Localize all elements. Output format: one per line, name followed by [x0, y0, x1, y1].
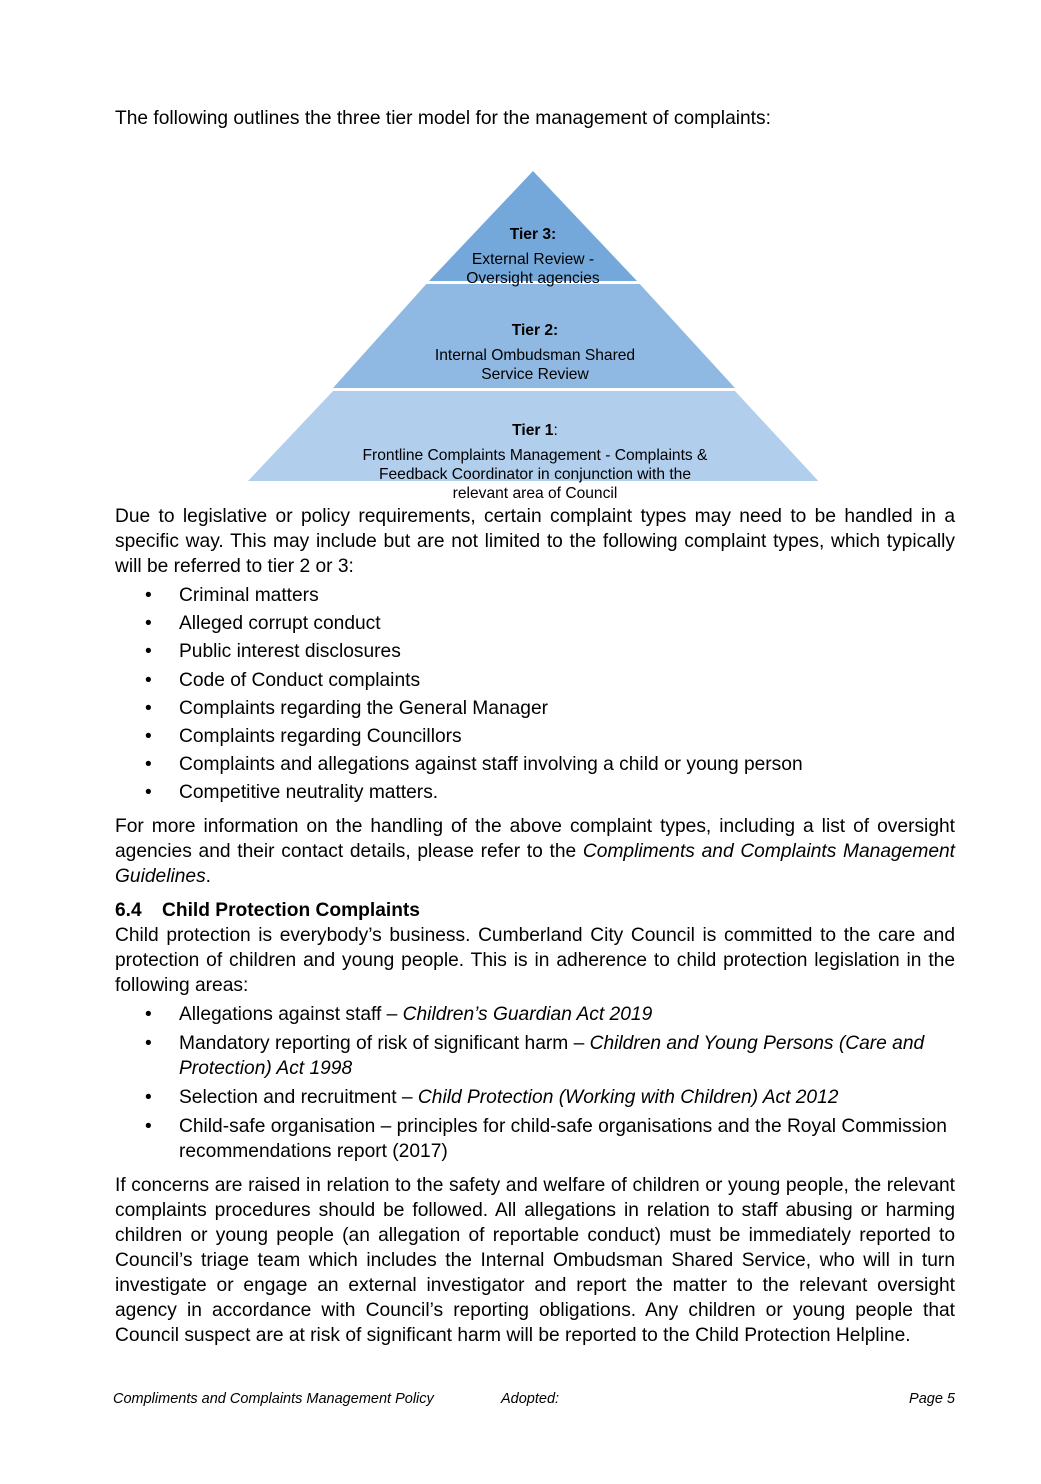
act-name: Children’s Guardian Act 2019: [402, 1004, 653, 1026]
list-item-text: Allegations against staff –: [179, 1004, 403, 1026]
section-number: 6.4: [115, 900, 142, 922]
section-heading: 6.4 Child Protection Complaints: [115, 898, 955, 923]
list-item-text: Competitive neutrality matters.: [179, 782, 439, 804]
act-name: Child Protection (Working with Children)…: [417, 1087, 839, 1109]
pyramid-graphic: [248, 171, 819, 481]
more-info-paragraph: For more information on the handling of …: [115, 814, 955, 889]
list-item: • Code of Conduct complaints: [115, 668, 955, 693]
list-item: • Competitive neutrality matters.: [115, 780, 955, 805]
bullet-icon: •: [145, 697, 152, 719]
list-item: • Child-safe organisation – principles fo…: [115, 1114, 955, 1164]
bullet-icon: •: [145, 585, 152, 606]
tier-1-line: Feedback Coordinator in conjunction with…: [378, 466, 692, 483]
tier-2-line: Internal Ombudsman Shared: [434, 347, 636, 364]
tier-1-line: Frontline Complaints Management - Compla…: [362, 447, 708, 464]
tier-3-line: External Review -: [471, 251, 595, 268]
bullet-icon: •: [145, 1116, 152, 1138]
complaint-types-list: • Criminal matters • Alleged corrupt condu…: [115, 583, 955, 805]
list-item: • Allegations against staff – Children’s …: [115, 1002, 955, 1027]
list-item-text: Selection and recruitment –: [179, 1087, 418, 1109]
bullet-icon: •: [145, 641, 152, 663]
tier-2-title: Tier 2:: [511, 322, 559, 339]
list-item: • Complaints regarding the General Manage…: [115, 696, 955, 721]
child-protection-paragraph: Child protection is everybody’s business…: [115, 925, 955, 997]
list-item-text: Child-safe organisation – principles for…: [179, 1116, 947, 1163]
section-title: Child Protection Complaints: [162, 900, 420, 922]
list-item-text: Complaints and allegations against staff…: [179, 754, 803, 776]
list-item-text: Mandatory reporting of risk of significa…: [179, 1033, 590, 1055]
footer-document-title: Compliments and Complaints Management Po…: [113, 1391, 434, 1407]
list-item-text: Alleged corrupt conduct: [179, 613, 381, 635]
list-item: • Mandatory reporting of risk of signific…: [115, 1031, 955, 1081]
tier-1-shape: [248, 391, 819, 481]
bullet-icon: •: [145, 1004, 152, 1026]
page-content: The following outlines the three tier mo…: [115, 106, 955, 1348]
tier-3-text: Tier 3: External Review - Oversight agen…: [433, 225, 633, 288]
tier-1-text: Tier 1: Frontline Complaints Management …: [305, 421, 765, 503]
more-info-text: For more information on the handling of …: [115, 816, 955, 863]
list-item: • Alleged corrupt conduct: [115, 611, 955, 636]
more-info-end: .: [205, 866, 212, 888]
tier-1-line: relevant area of Council: [452, 485, 618, 502]
list-item-text: Code of Conduct complaints: [179, 669, 421, 691]
list-item: • Public interest disclosures: [115, 639, 955, 664]
bullet-icon: •: [145, 725, 152, 747]
list-item: • Complaints regarding Councillors: [115, 724, 955, 749]
legislation-list: • Allegations against staff – Children’s …: [115, 1002, 955, 1164]
list-item: • Criminal matters: [115, 583, 955, 608]
tier-2-shape: [333, 281, 735, 388]
intro-text: The following outlines the three tier mo…: [115, 108, 771, 129]
tier-2-line: Service Review: [481, 366, 589, 383]
tier-3-line: Oversight agencies: [466, 270, 600, 287]
bullet-icon: •: [145, 754, 152, 776]
act-name: Children and Young Persons (Care and Pro…: [179, 1033, 925, 1080]
list-item-text: Complaints regarding Councillors: [179, 725, 462, 747]
tier-3-shape: [429, 171, 637, 281]
footer-page-number: Page 5: [909, 1391, 955, 1407]
bullet-icon: •: [145, 782, 152, 804]
guidelines-reference: Compliments and Complaints Management Gu…: [115, 841, 956, 888]
bullet-icon: •: [145, 1033, 152, 1055]
tier-1-title: Tier 1:: [305, 421, 765, 440]
tier-2-text: Tier 2: Internal Ombudsman Shared Servic…: [385, 321, 685, 384]
bullet-icon: •: [145, 1087, 152, 1109]
footer-adopted: Adopted:: [501, 1391, 560, 1407]
three-tier-pyramid: Tier 3: External Review - Oversight agen…: [115, 145, 955, 502]
tier-1-title-colon: :: [553, 422, 558, 439]
tier-1-title-label: Tier 1: [512, 422, 554, 439]
list-item-text: Complaints regarding the General Manager: [179, 697, 549, 719]
list-item: • Selection and recruitment – Child Prote…: [115, 1085, 955, 1110]
bullet-icon: •: [145, 613, 152, 635]
list-item: • Complaints and allegations against staf…: [115, 752, 955, 777]
list-item-text: Public interest disclosures: [179, 641, 401, 663]
concerns-paragraph: If concerns are raised in relation to th…: [115, 1175, 955, 1347]
legislative-paragraph: Due to legislative or policy requirement…: [115, 506, 955, 577]
bullet-icon: •: [145, 669, 152, 691]
list-item-text: Criminal matters: [179, 585, 319, 606]
tier-3-title: Tier 3:: [509, 226, 557, 243]
